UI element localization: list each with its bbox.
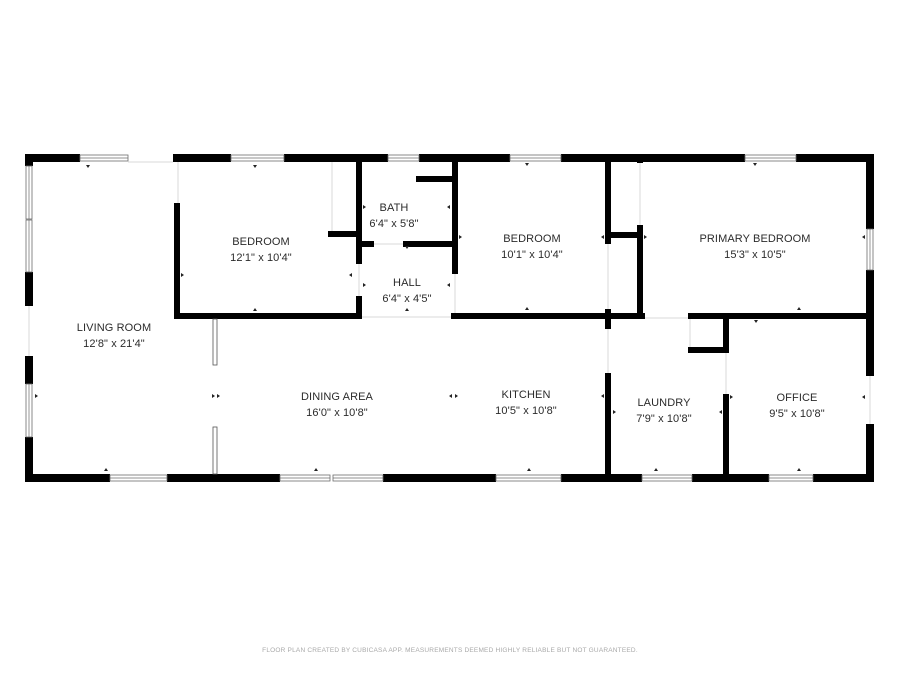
room-dimensions: 6'4" x 5'8" [369,218,419,230]
room-name: KITCHEN [501,389,551,401]
room-label-hall: HALL 6'4" x 4'5" [382,275,431,307]
door-openings [28,161,871,424]
room-dimensions: 9'5" x 10'8" [769,408,825,420]
room-label-dining-area: DINING AREA 16'0" x 10'8" [301,389,373,421]
room-dimensions: 10'5" x 10'8" [495,405,557,417]
room-dimensions: 10'1" x 10'4" [501,249,563,261]
floor-plan-disclaimer: FLOOR PLAN CREATED BY CUBICASA APP. MEAS… [262,647,638,654]
windows [25,154,874,482]
room-name: BEDROOM [503,233,561,245]
room-label-office: OFFICE 9'5" x 10'8" [769,390,824,422]
room-label-bath: BATH 6'4" x 5'8" [369,200,418,232]
room-label-bedroom-1: BEDROOM 12'1" x 10'4" [230,234,292,266]
room-name: HALL [393,277,421,289]
room-label-laundry: LAUNDRY 7'9" x 10'8" [636,395,691,427]
room-name: BATH [379,202,409,214]
room-dimensions: 6'4" x 4'5" [382,293,432,305]
room-name: OFFICE [776,392,818,404]
room-name: BEDROOM [232,236,290,248]
room-dimensions: 12'8" x 21'4" [83,338,145,350]
room-label-bedroom-2: BEDROOM 10'1" x 10'4" [501,231,563,263]
railings [212,318,218,475]
room-name: PRIMARY BEDROOM [699,233,811,245]
measurement-ticks [35,163,865,471]
room-dimensions: 16'0" x 10'8" [306,407,368,419]
room-dimensions: 15'3" x 10'5" [724,249,786,261]
room-dimensions: 12'1" x 10'4" [230,252,292,264]
room-label-primary-bedroom: PRIMARY BEDROOM 15'3" x 10'5" [699,231,810,263]
exterior-walls [25,154,874,482]
room-name: DINING AREA [300,391,374,403]
room-name: LAUNDRY [637,397,691,409]
interior-walls [173,154,868,478]
room-dimensions: 7'9" x 10'8" [636,413,692,425]
room-label-living-room: LIVING ROOM 12'8" x 21'4" [77,320,151,352]
room-label-kitchen: KITCHEN 10'5" x 10'8" [495,387,557,419]
room-name: LIVING ROOM [76,322,152,334]
